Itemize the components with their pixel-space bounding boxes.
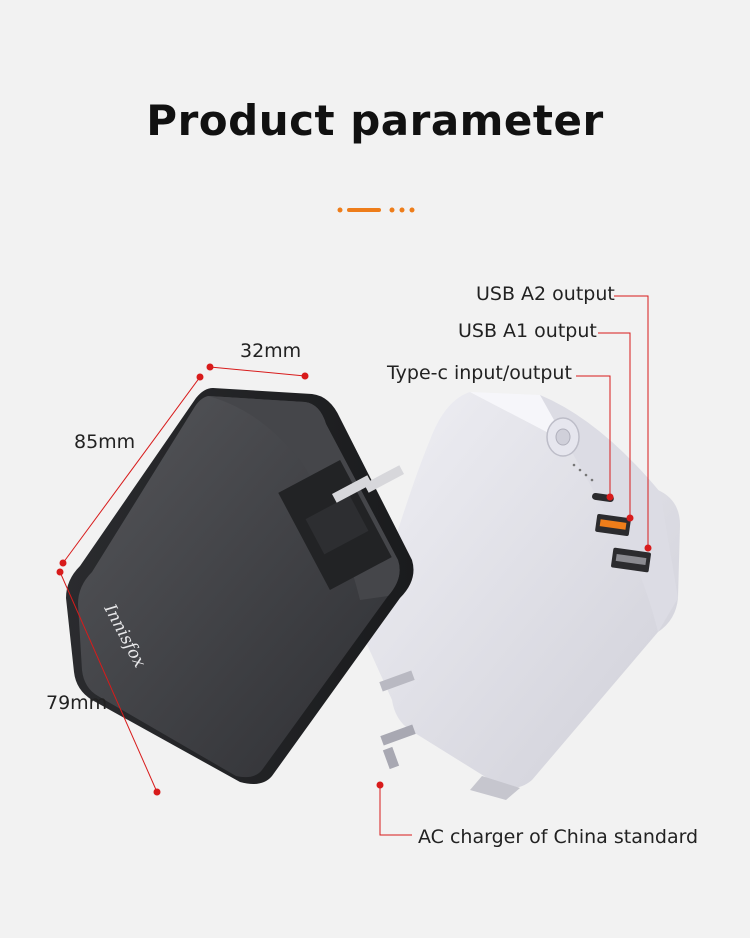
dimension-lines <box>56 363 309 796</box>
callout-lines <box>379 295 649 836</box>
black-charger: Innisfox <box>66 388 414 784</box>
height-label: 85mm <box>74 431 136 453</box>
plug-prong-icon <box>331 475 373 503</box>
usb-a2-label: USB A2 output <box>476 283 615 305</box>
callout-dots <box>376 493 652 789</box>
title-divider <box>337 207 415 213</box>
plug-prong-icon <box>380 724 416 746</box>
type-c-label: Type-c input/output <box>387 362 572 384</box>
page-title: Product parameter <box>146 96 604 145</box>
depth-label: 79mm <box>46 692 108 714</box>
ac-plug-label: AC charger of China standard <box>418 826 699 848</box>
white-charger <box>365 392 680 800</box>
usb-a1-label: USB A1 output <box>458 320 597 342</box>
width-label: 32mm <box>240 340 302 362</box>
